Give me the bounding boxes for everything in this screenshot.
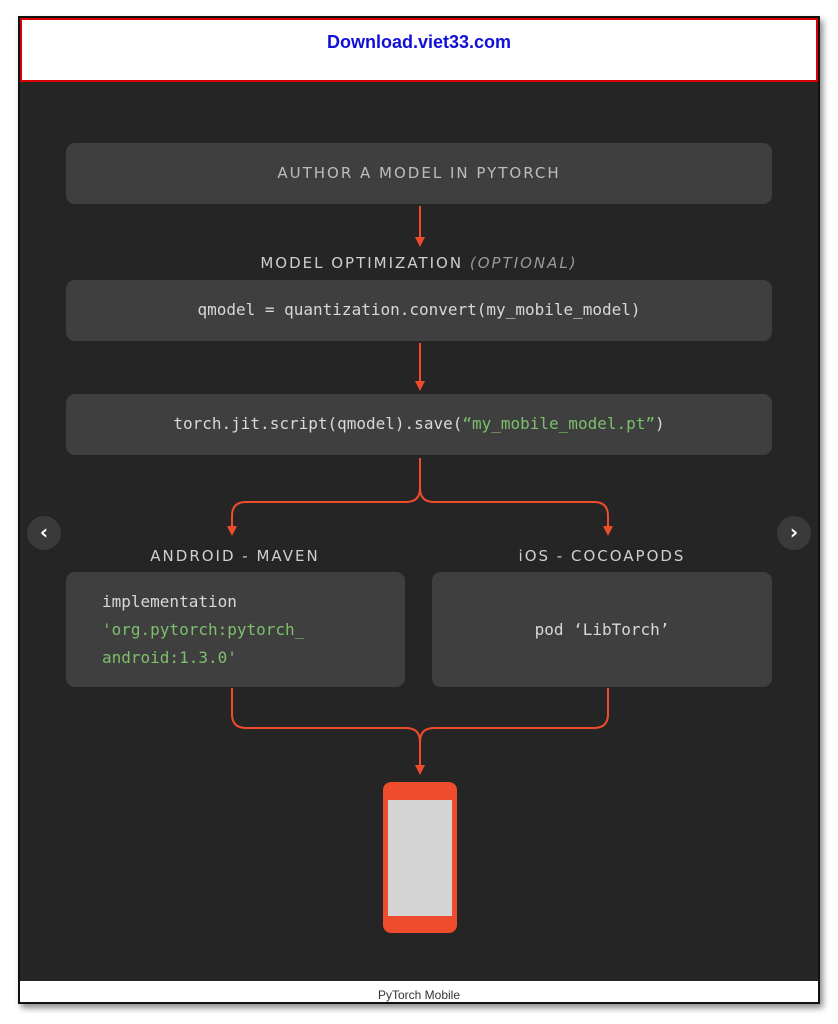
caption-bar: PyTorch Mobile — [20, 981, 818, 1002]
jit-code-suffix: ) — [655, 414, 665, 433]
optimization-title-text: MODEL OPTIMIZATION — [260, 254, 464, 272]
download-banner: Download.viet33.com — [20, 18, 818, 82]
merge-arrow — [231, 688, 425, 775]
phone-screen — [388, 800, 452, 916]
jit-code-filename: “my_mobile_model.pt” — [462, 414, 655, 433]
step-jit-script: torch.jit.script(qmodel).save(“my_mobile… — [66, 394, 772, 455]
android-title: ANDROID - MAVEN — [150, 547, 320, 565]
step-author-model: AUTHOR A MODEL IN PYTORCH — [66, 143, 772, 204]
android-line-1: implementation — [102, 592, 237, 611]
branch-arrow-right — [419, 487, 613, 536]
image-caption: PyTorch Mobile — [377, 988, 461, 1002]
flow-connectors — [227, 206, 613, 933]
branch-arrow-left — [227, 458, 421, 536]
step-author-model-label: AUTHOR A MODEL IN PYTORCH — [277, 164, 561, 182]
banner-link[interactable]: Download.viet33.com — [326, 32, 512, 52]
merge-arrow-right — [419, 688, 609, 743]
chevron-right-icon[interactable]: › — [777, 516, 811, 550]
android-line-2: 'org.pytorch:pytorch_ — [102, 620, 305, 639]
android-maven-box: implementation 'org.pytorch:pytorch_ and… — [66, 572, 405, 687]
ios-code: pod ‘LibTorch’ — [534, 620, 670, 639]
jit-script-code: torch.jit.script(qmodel).save(“my_mobile… — [66, 414, 772, 433]
jit-code-prefix: torch.jit.script(qmodel).save( — [173, 414, 463, 433]
quantization-code: qmodel = quantization.convert(my_mobile_… — [197, 300, 641, 319]
screenshot-frame: AUTHOR A MODEL IN PYTORCH MODEL OPTIMIZA… — [18, 16, 820, 1004]
chevron-left-icon[interactable]: ‹ — [27, 516, 61, 550]
android-line-3: android:1.3.0' — [102, 648, 237, 667]
optimization-title: MODEL OPTIMIZATION (OPTIONAL) — [260, 254, 578, 272]
ios-cocoapods-box: pod ‘LibTorch’ — [432, 572, 772, 687]
step-quantization: qmodel = quantization.convert(my_mobile_… — [66, 280, 772, 341]
ios-title: iOS - COCOAPODS — [518, 547, 686, 565]
optional-tag: OPTIONAL — [477, 254, 570, 272]
